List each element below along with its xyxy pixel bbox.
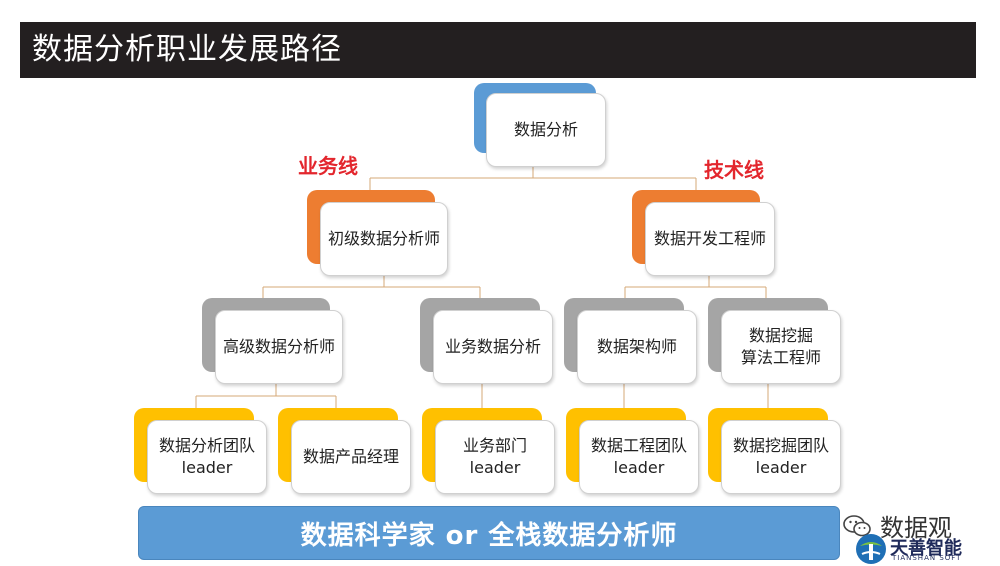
- node-data-architect: 数据架构师: [564, 298, 698, 386]
- node-junior-analyst: 初级数据分析师: [307, 190, 449, 278]
- node-label: 业务数据分析: [444, 337, 541, 356]
- logo-subtitle: TIANSHAN SOFT: [892, 554, 962, 562]
- node-label: 初级数据分析师: [327, 229, 440, 248]
- node-body: 业务数据分析: [433, 310, 553, 384]
- logo-name: 天善智能: [890, 538, 962, 559]
- node-label-line-2: leader: [469, 458, 521, 477]
- node-department-leader: 业务部门 leader: [422, 408, 556, 496]
- node-label-line-1: 数据工程团队: [590, 436, 687, 455]
- branch-label-technical: 技术线: [704, 158, 764, 182]
- page-title: 数据分析职业发展路径: [32, 32, 342, 67]
- node-engineering-team-leader: 数据工程团队 leader: [566, 408, 700, 496]
- node-label-line-2: leader: [613, 458, 665, 477]
- logo-mark-icon: [856, 534, 886, 564]
- node-body: 数据分析: [486, 93, 606, 167]
- node-senior-analyst: 高级数据分析师: [202, 298, 344, 386]
- node-data-dev-engineer: 数据开发工程师: [632, 190, 776, 278]
- node-label: 高级数据分析师: [222, 337, 335, 356]
- node-label-line-1: 数据挖掘团队: [732, 436, 829, 455]
- node-body: 数据架构师: [577, 310, 697, 384]
- node-label: 数据分析: [513, 120, 578, 139]
- node-label: 数据架构师: [596, 337, 677, 356]
- node-body: 数据产品经理: [291, 420, 411, 494]
- node-label-line-2: 算法工程师: [740, 348, 821, 367]
- node-body: 初级数据分析师: [320, 202, 448, 276]
- node-label: 数据产品经理: [302, 447, 399, 466]
- title-bar: 数据分析职业发展路径: [20, 22, 976, 78]
- node-root: 数据分析: [474, 83, 608, 169]
- node-mining-team-leader: 数据挖掘团队 leader: [708, 408, 842, 496]
- node-data-product-manager: 数据产品经理: [278, 408, 412, 496]
- node-label-line-1: 数据分析团队: [158, 436, 255, 455]
- node-mining-engineer: 数据挖掘 算法工程师: [708, 298, 842, 386]
- node-business-analysis: 业务数据分析: [420, 298, 554, 386]
- wechat-icon: [843, 514, 871, 536]
- watermark-text: 数据观: [880, 514, 952, 542]
- node-label-line-1: 业务部门: [462, 436, 527, 455]
- branch-label-business: 业务线: [298, 154, 358, 178]
- node-analysis-team-leader: 数据分析团队 leader: [134, 408, 268, 496]
- node-body: 数据工程团队 leader: [579, 420, 699, 494]
- wechat-watermark: 数据观: [842, 508, 952, 543]
- bottom-banner: 数据科学家 or 全栈数据分析师: [138, 506, 840, 560]
- node-body: 业务部门 leader: [435, 420, 555, 494]
- node-body: 数据分析团队 leader: [147, 420, 267, 494]
- node-label: 数据开发工程师: [653, 229, 766, 248]
- node-body: 数据挖掘团队 leader: [721, 420, 841, 494]
- node-body: 数据挖掘 算法工程师: [721, 310, 841, 384]
- node-body: 数据开发工程师: [645, 202, 775, 276]
- node-label-line-2: leader: [755, 458, 807, 477]
- tianshan-logo: 天善智能 TIANSHAN SOFT: [854, 532, 989, 566]
- node-body: 高级数据分析师: [215, 310, 343, 384]
- node-label-line-2: leader: [181, 458, 233, 477]
- node-label-line-1: 数据挖掘: [748, 326, 813, 345]
